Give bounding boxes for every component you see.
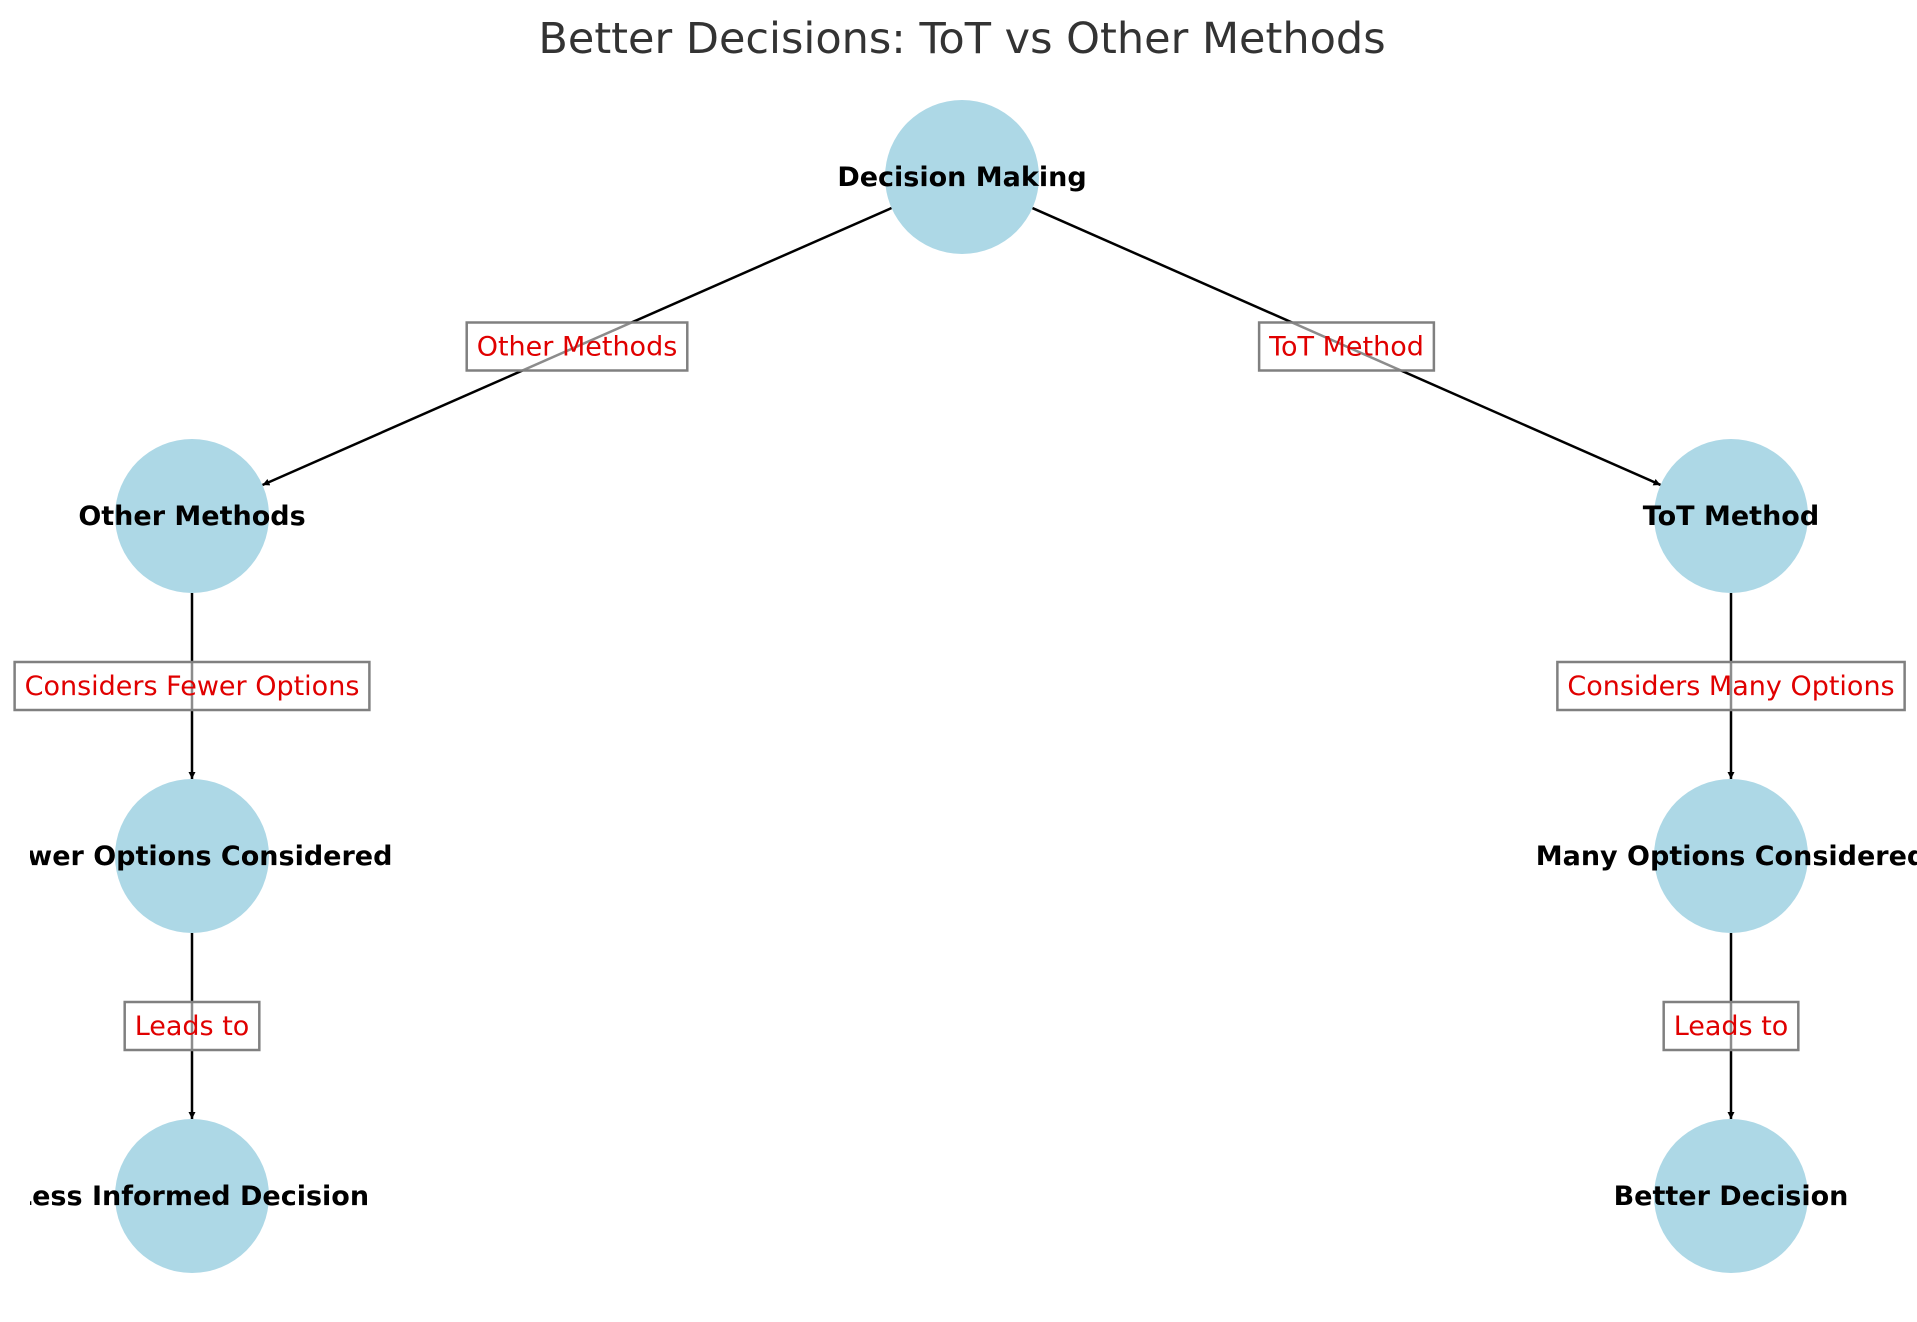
edge-label-box bbox=[1257, 321, 1436, 372]
edges-layer bbox=[188, 206, 1735, 1119]
edge-label-text: Considers Fewer Options bbox=[25, 671, 360, 702]
node-circle bbox=[115, 439, 269, 593]
node-better-decision: Better Decision bbox=[1614, 1119, 1849, 1273]
edge-label-box bbox=[13, 660, 371, 712]
edge-label-text: Leads to bbox=[135, 1011, 250, 1042]
edge-label-text: Leads to bbox=[1674, 1011, 1789, 1042]
edge-label-decision-making-to-other-methods: Other Methods bbox=[465, 321, 689, 372]
edge-label-box bbox=[1662, 1000, 1800, 1052]
node-fewer-options: Fewer Options Considered bbox=[0, 779, 392, 933]
node-circle bbox=[1654, 1119, 1808, 1273]
node-circle bbox=[115, 779, 269, 933]
edge-label-text: Other Methods bbox=[477, 332, 678, 363]
edge-label-other-methods-to-fewer-options: Considers Fewer Options bbox=[13, 660, 371, 712]
edge-label-box bbox=[123, 1000, 261, 1052]
node-tot-method: ToT Method bbox=[1643, 439, 1819, 593]
node-label: Other Methods bbox=[78, 501, 305, 532]
node-label: Decision Making bbox=[837, 162, 1086, 193]
node-circle bbox=[1654, 779, 1808, 933]
node-label: Less Informed Decision bbox=[15, 1181, 369, 1212]
node-circle bbox=[885, 100, 1039, 254]
edge-label-tot-method-to-many-options: Considers Many Options bbox=[1556, 660, 1906, 712]
node-label: Many Options Considered bbox=[1536, 841, 1917, 872]
node-label: Fewer Options Considered bbox=[0, 841, 392, 872]
edge-label-text: ToT Method bbox=[1268, 332, 1424, 363]
node-other-methods: Other Methods bbox=[78, 439, 306, 593]
node-circle bbox=[115, 1119, 269, 1273]
edge-label-box bbox=[1556, 660, 1906, 712]
node-decision-making: Decision Making bbox=[837, 100, 1087, 254]
node-less-informed: Less Informed Decision bbox=[15, 1119, 369, 1273]
node-label: ToT Method bbox=[1643, 501, 1819, 532]
diagram-title: Better Decisions: ToT vs Other Methods bbox=[538, 14, 1385, 64]
node-circle bbox=[1654, 439, 1808, 593]
edge-label-decision-making-to-tot-method: ToT Method bbox=[1257, 321, 1436, 372]
edge-label-fewer-options-to-less-informed: Leads to bbox=[123, 1000, 261, 1052]
edge-label-many-options-to-better-decision: Leads to bbox=[1662, 1000, 1800, 1052]
edge-label-text: Considers Many Options bbox=[1567, 671, 1894, 702]
node-label: Better Decision bbox=[1614, 1181, 1849, 1212]
edge-label-box bbox=[465, 321, 689, 372]
node-many-options: Many Options Considered bbox=[1536, 779, 1917, 933]
